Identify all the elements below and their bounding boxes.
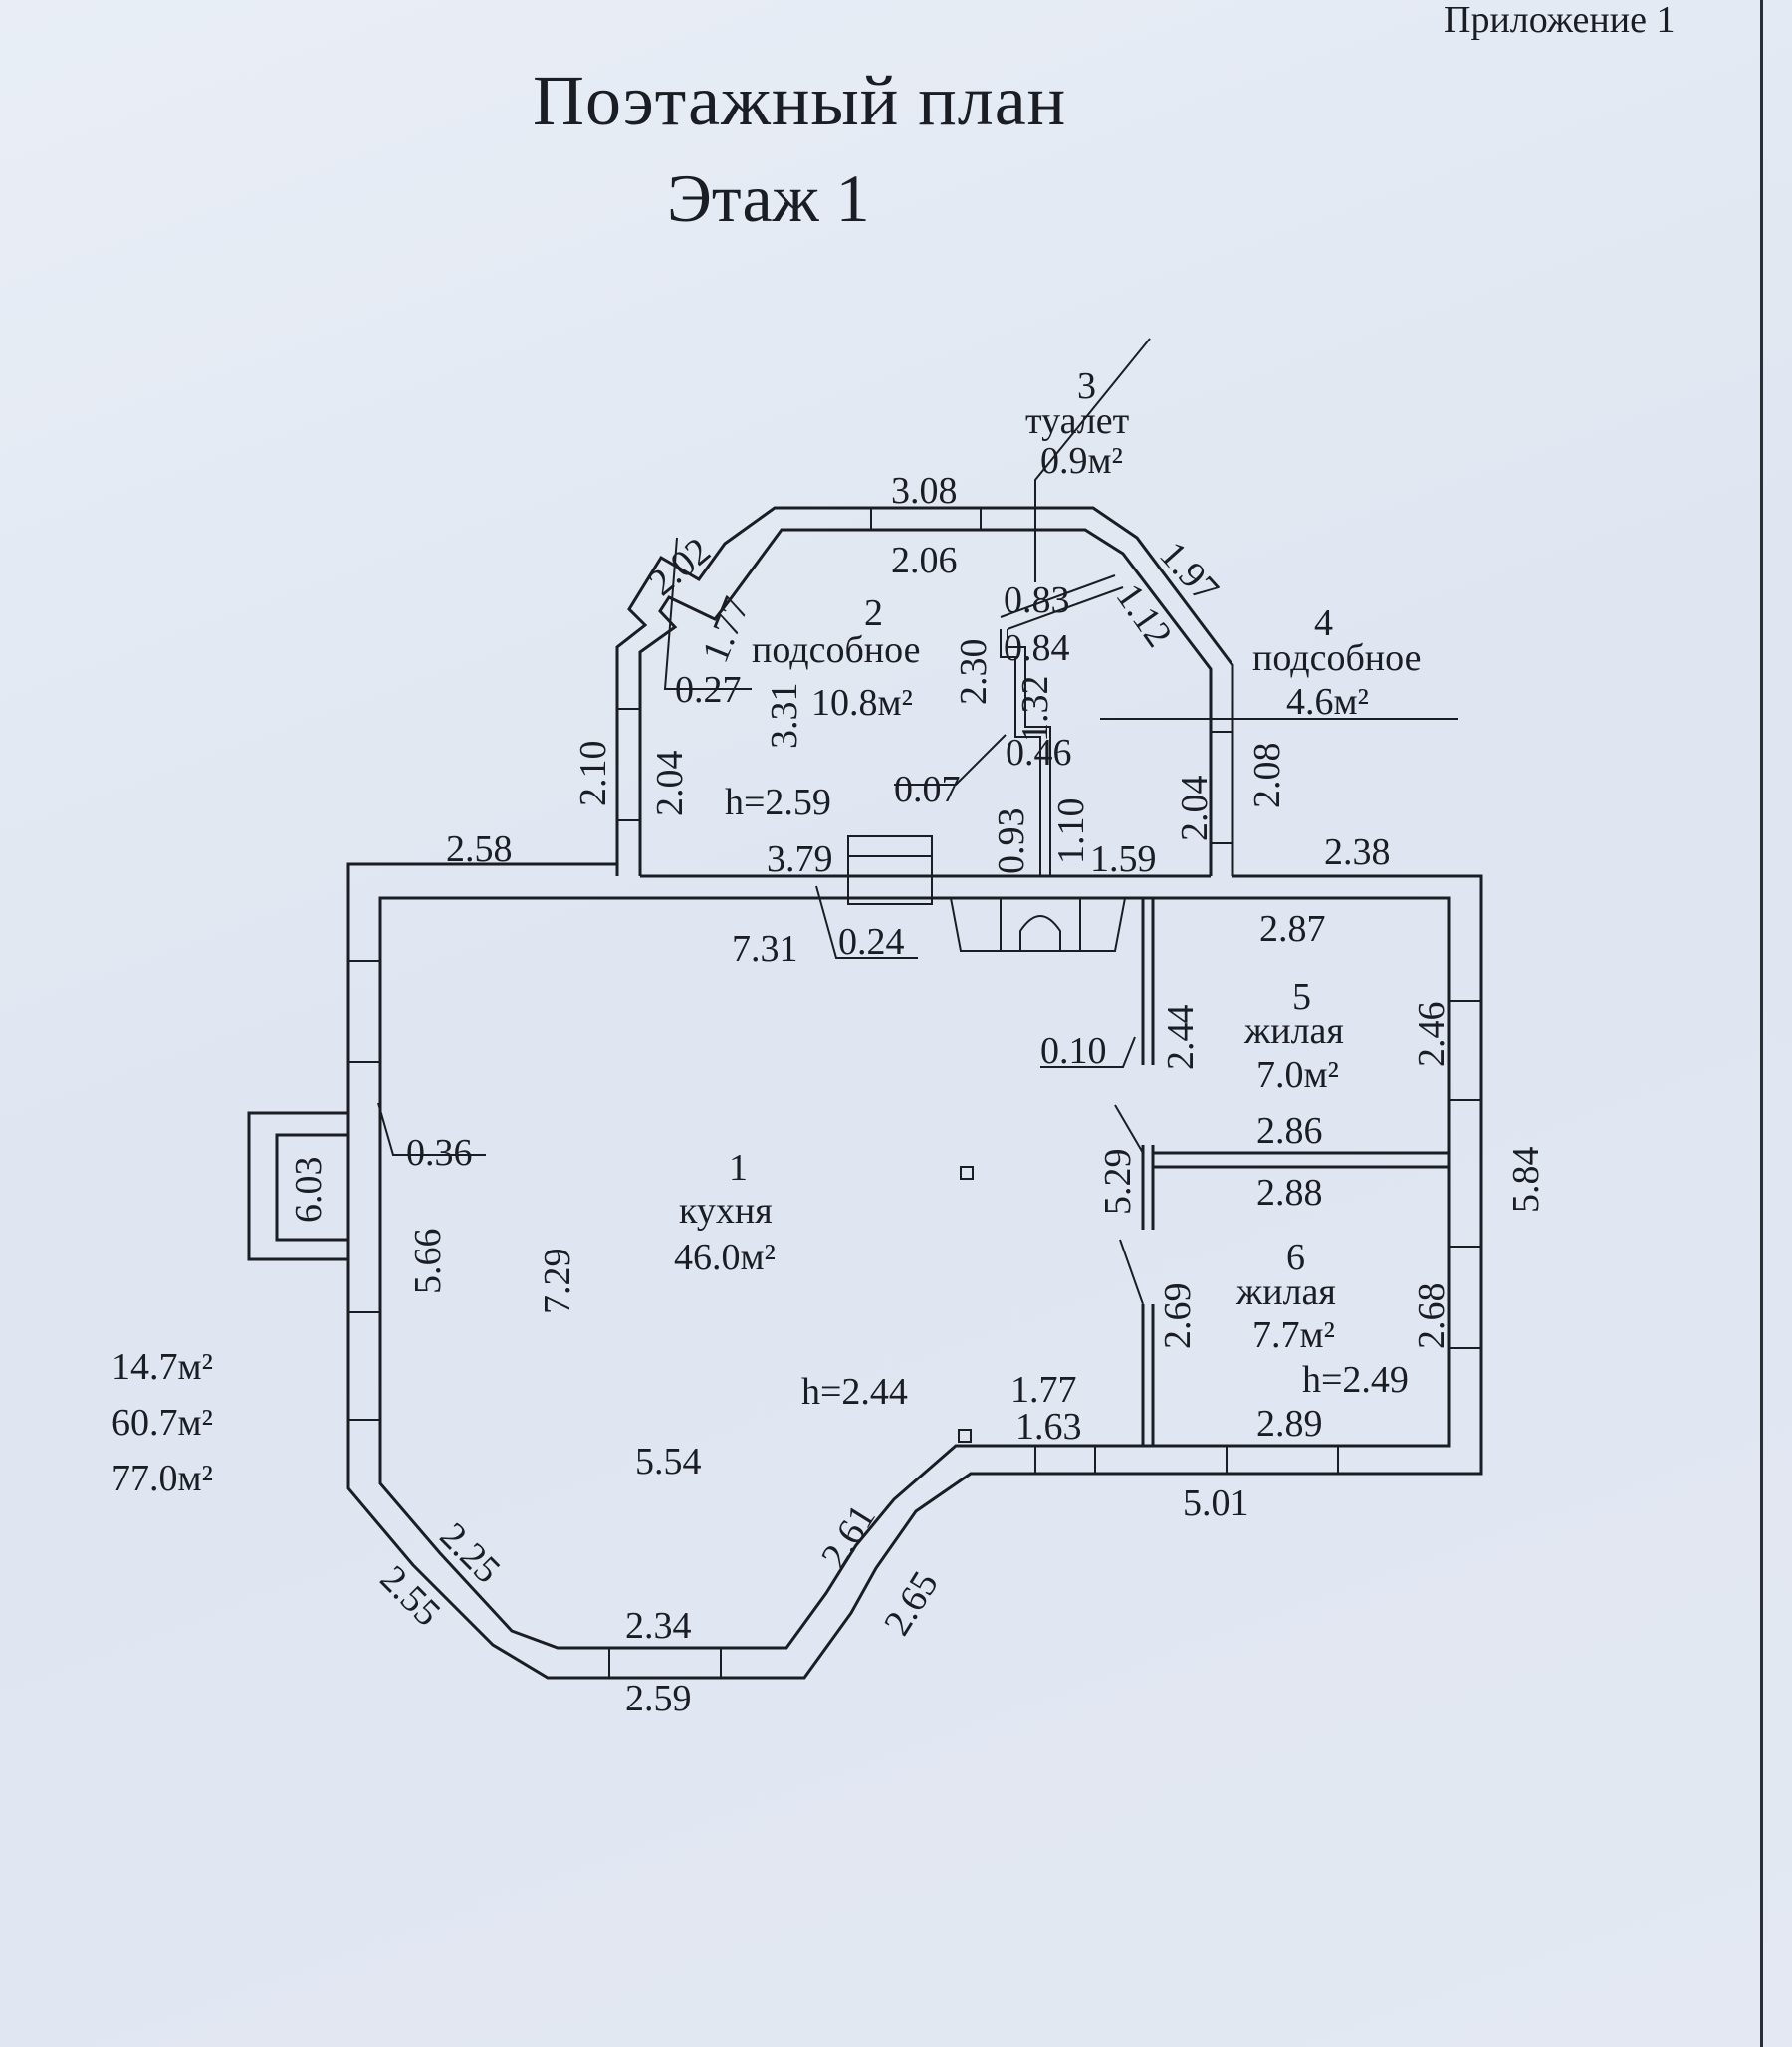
dim: 2.46 [1411, 1002, 1453, 1068]
dim: 0.83 [1004, 579, 1070, 621]
house-wall-inner [378, 896, 1451, 1650]
room6-area: 7.7м² [1252, 1314, 1335, 1356]
dim: 2.30 [953, 639, 995, 706]
dim: 2.25 [432, 1515, 509, 1592]
dim: 2.38 [1324, 831, 1391, 873]
walls [247, 338, 1483, 1680]
room6-height: h=2.49 [1302, 1359, 1409, 1401]
dim: 1.97 [1151, 534, 1227, 611]
dim: 2.89 [1256, 1403, 1323, 1445]
dim: 5.84 [1505, 1147, 1547, 1214]
room4-name: подсобное [1252, 637, 1421, 679]
toilet-name: туалет [1025, 400, 1130, 442]
dim: 2.88 [1256, 1172, 1323, 1214]
room6-name: жилая [1235, 1271, 1336, 1313]
dim: 1.77 [1010, 1369, 1077, 1411]
toilet-partition-2 [1007, 629, 1051, 876]
area-totals: 14.7м² 60.7м² 77.0м² [112, 1339, 213, 1506]
dim: 2.87 [1259, 908, 1326, 950]
dim: 0.36 [406, 1132, 473, 1174]
dim: 2.34 [625, 1605, 692, 1647]
toilet-diag-2 [1000, 574, 1116, 618]
dim: 2.02 [641, 530, 719, 604]
dim: 2.08 [1246, 743, 1288, 809]
toilet-area: 0.9м² [1040, 440, 1123, 482]
room2-name: подсобное [752, 629, 920, 671]
dim: 6.03 [288, 1157, 330, 1224]
floor-label: Этаж 1 [667, 160, 870, 236]
windows [347, 507, 1482, 1679]
dim: 0.84 [1004, 627, 1070, 669]
room5-area: 7.0м² [1256, 1054, 1339, 1096]
room4-area: 4.6м² [1286, 681, 1369, 723]
dim: 2.86 [1256, 1110, 1323, 1152]
toilet-diag [1007, 586, 1124, 630]
total-area-2: 60.7м² [112, 1402, 213, 1444]
dim: 3.31 [764, 683, 805, 750]
total-area-1: 14.7м² [112, 1346, 213, 1388]
room1-name: кухня [679, 1190, 773, 1232]
dim: 2.55 [372, 1558, 449, 1635]
dim: 2.69 [1157, 1283, 1199, 1350]
room2-area: 10.8м² [811, 682, 913, 724]
dim: 7.31 [732, 928, 798, 970]
dim: 0.24 [838, 921, 905, 963]
dim: 2.10 [572, 741, 614, 807]
dim: 1.59 [1090, 838, 1157, 880]
dim: 2.04 [1174, 776, 1216, 842]
room6-num: 6 [1286, 1237, 1305, 1278]
dim: 0.27 [675, 669, 742, 711]
dim: 2.61 [813, 1497, 884, 1576]
dim: 5.01 [1183, 1482, 1249, 1524]
dim: 1.63 [1015, 1406, 1082, 1448]
toilet-partition [1000, 629, 1041, 876]
dim: 5.29 [1097, 1149, 1139, 1216]
dim: 2.06 [891, 540, 958, 581]
column-marker-2 [958, 1429, 972, 1443]
page-edge [1760, 0, 1763, 2047]
dimension-labels: 3.08 2.06 2.02 1.77 0.27 3.31 2.10 2.04 … [288, 470, 1547, 1719]
dim: 0.46 [1006, 732, 1072, 774]
column-marker [960, 1166, 974, 1180]
dim: 1.10 [1050, 798, 1092, 865]
total-area-3: 77.0м² [112, 1458, 213, 1499]
dim: 5.66 [407, 1229, 449, 1295]
room2-height: h=2.59 [725, 782, 831, 823]
room1-num: 1 [729, 1147, 748, 1189]
room4-num: 4 [1314, 602, 1333, 644]
dim: 5.54 [635, 1441, 702, 1482]
annex-wall-outer [615, 506, 1234, 876]
stove-outline [950, 897, 1126, 952]
dim: 2.59 [625, 1678, 692, 1719]
toilet-num: 3 [1077, 365, 1096, 407]
room1-height: h=2.44 [801, 1371, 908, 1413]
porch-inner [275, 1133, 348, 1242]
dim: 0.93 [991, 808, 1032, 875]
stove-arch [1019, 915, 1061, 951]
porch-outline [247, 1111, 348, 1261]
leader-lines [377, 338, 1458, 1305]
plan-title: Поэтажный план [533, 61, 1067, 140]
dim: 7.29 [537, 1249, 578, 1315]
dim: 0.10 [1040, 1030, 1107, 1072]
dim: 2.04 [649, 751, 691, 817]
dim: 0.07 [894, 769, 961, 810]
dim: 1.32 [1014, 676, 1056, 743]
dim: 2.44 [1160, 1005, 1202, 1071]
house-wall-outer [346, 862, 1483, 1680]
chimney [847, 835, 933, 905]
room5-num: 5 [1292, 976, 1311, 1018]
room2-num: 2 [864, 592, 883, 634]
room1-area: 46.0м² [674, 1237, 776, 1278]
dim: 2.65 [876, 1564, 947, 1643]
dim: 2.68 [1411, 1283, 1453, 1350]
dim: 1.77 [694, 591, 758, 668]
dim: 2.58 [446, 828, 513, 870]
dim: 3.08 [891, 470, 958, 512]
appendix-label: Приложение 1 [1444, 0, 1676, 41]
room5-name: жилая [1243, 1011, 1344, 1052]
dim: 3.79 [767, 838, 833, 880]
